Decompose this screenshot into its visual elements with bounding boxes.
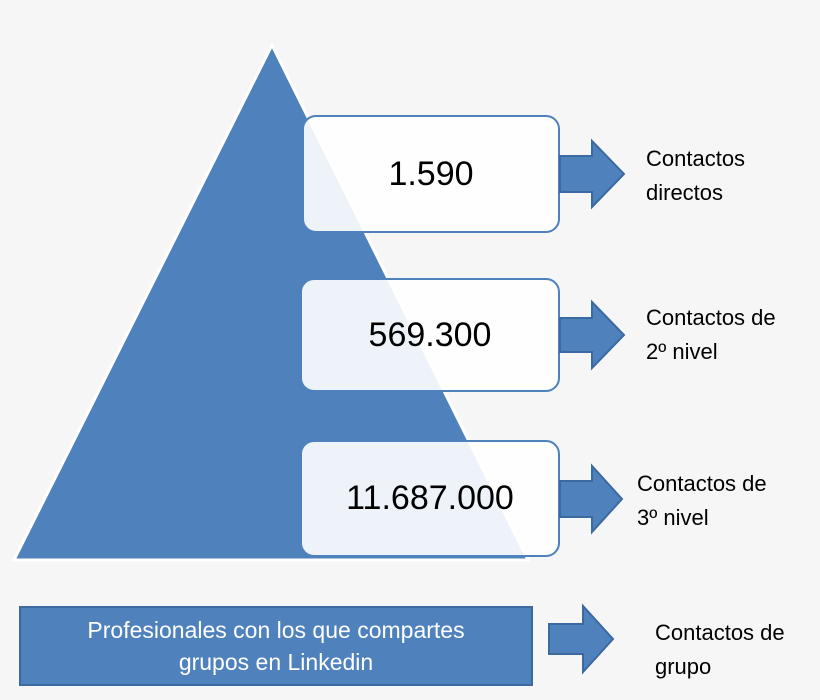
level-1-value-box: 1.590 [302,115,560,233]
arrow-right-icon [548,603,615,675]
arrow-right-icon [559,463,624,535]
arrow-right-icon [559,138,626,210]
group-description: Profesionales con los que compartes grup… [87,617,465,675]
level-2-value: 569.300 [368,315,492,354]
group-description-box: Profesionales con los que compartes grup… [19,606,533,686]
level-3-label: Contactos de 3º nivel [637,471,767,530]
level-2-value-box: 569.300 [300,278,560,392]
level-2-label: Contactos de 2º nivel [646,305,776,364]
group-label: Contactos de grupo [655,620,785,679]
level-1-label: Contactos directos [646,146,746,205]
level-3-value: 11.687.000 [346,479,514,517]
level-3-value-box: 11.687.000 [300,440,560,557]
arrow-right-icon [559,299,626,371]
level-1-value: 1.590 [388,154,474,193]
